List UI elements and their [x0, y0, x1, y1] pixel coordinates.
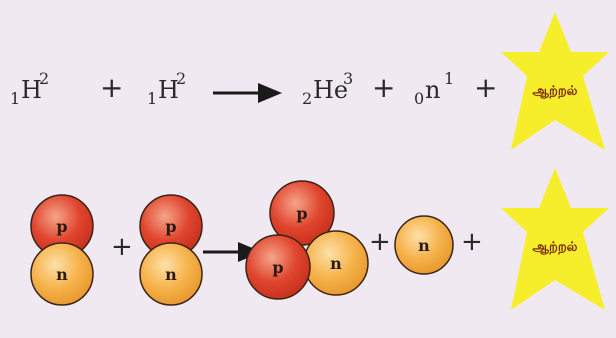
deuterium-2-nucleus: p n	[140, 195, 202, 305]
neutron-label: n	[418, 236, 430, 255]
equation-plus-1: +	[100, 71, 123, 104]
reaction-arrow	[213, 83, 282, 103]
neutron-label: n	[330, 254, 342, 273]
equation-plus-2: +	[372, 71, 395, 104]
helium-3-symbol: 2 He 3	[302, 69, 353, 108]
diagram-plus-2: +	[369, 227, 391, 257]
helium-3-nucleus: p n p	[246, 181, 368, 299]
neutron-label: n	[56, 265, 68, 284]
equation-row: 1 H 2 + 1 H 2 2 He 3 + 0 n 1 +	[10, 12, 609, 150]
deuterium-1-superscript: 2	[39, 69, 49, 88]
neutron-symbol: 0 n 1	[414, 69, 454, 108]
proton-label: p	[56, 217, 67, 236]
proton-label: p	[296, 204, 307, 223]
neutron-ball: n	[140, 243, 202, 305]
neutron-label: n	[165, 265, 177, 284]
deuterium-1-subscript: 1	[10, 89, 20, 108]
neutron-subscript: 0	[414, 89, 424, 108]
proton-ball: p	[246, 235, 310, 299]
neutron-element: n	[425, 76, 440, 104]
free-neutron: n	[395, 216, 453, 274]
energy-star-bottom: ஆற்றல்	[501, 168, 609, 310]
diagram-plus-1: +	[111, 232, 133, 262]
deuterium-2-symbol: 1 H 2	[147, 69, 186, 108]
equation-plus-3: +	[474, 71, 497, 104]
helium-3-subscript: 2	[302, 89, 312, 108]
particle-row: p n + p n	[31, 168, 609, 310]
energy-label: ஆற்றல்	[533, 240, 578, 255]
neutron-superscript: 1	[444, 69, 454, 88]
deuterium-1-nucleus: p n	[31, 195, 93, 305]
energy-star-top: ஆற்றல்	[501, 12, 609, 150]
proton-label: p	[165, 217, 176, 236]
star-shape	[501, 12, 609, 150]
neutron-ball: n	[304, 231, 368, 295]
deuterium-2-subscript: 1	[147, 89, 157, 108]
helium-3-superscript: 3	[343, 69, 353, 88]
deuterium-1-symbol: 1 H 2	[10, 69, 49, 108]
neutron-ball: n	[31, 243, 93, 305]
diagram-plus-3: +	[461, 227, 483, 257]
proton-label: p	[272, 258, 283, 277]
star-shape	[501, 168, 609, 310]
deuterium-2-superscript: 2	[176, 69, 186, 88]
energy-label: ஆற்றல்	[533, 84, 578, 99]
